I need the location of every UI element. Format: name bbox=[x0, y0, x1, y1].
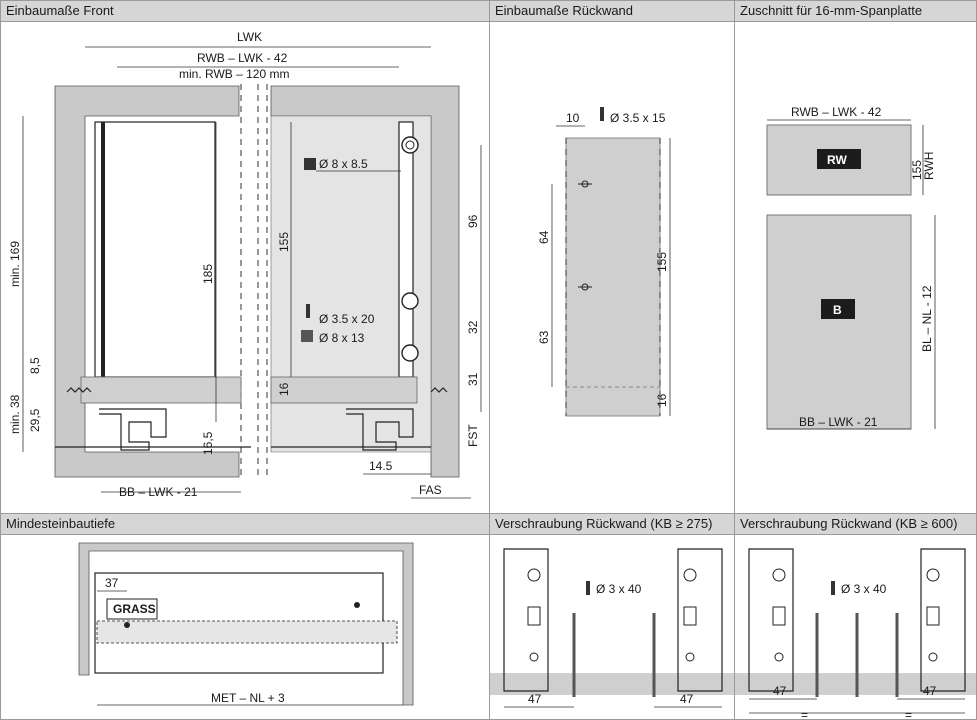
depth-drawing: GRASS 37 MET – NL + 3 bbox=[78, 542, 414, 706]
label-screw-3x40: Ø 3 x 40 bbox=[596, 582, 642, 596]
dim-equal-1: = bbox=[801, 708, 808, 720]
bottom-board-right bbox=[270, 376, 418, 404]
dim-min169: min. 169 bbox=[8, 241, 22, 287]
screw-600-drawing: Ø 3 x 40 47 47 = = bbox=[735, 548, 976, 720]
label-rwh: RWH bbox=[922, 152, 936, 180]
dim-min38: min. 38 bbox=[8, 394, 22, 434]
dim-37: 37 bbox=[105, 576, 119, 590]
panel-screw-600-title: Verschraubung Rückwand (KB ≥ 600) bbox=[735, 514, 976, 535]
dim-96: 96 bbox=[466, 214, 480, 228]
dim-64: 64 bbox=[537, 230, 551, 244]
dim-29-5: 29,5 bbox=[28, 408, 42, 432]
dim-155: 155 bbox=[910, 160, 924, 180]
back-panel-area bbox=[270, 115, 432, 453]
dim-equal-2: = bbox=[905, 708, 912, 720]
dim-rwb-lwk: RWB – LWK - 42 bbox=[791, 105, 882, 119]
dim-min-rwb: min. RWB – 120 mm bbox=[179, 67, 289, 81]
label-dowel-8x8-5: Ø 8 x 8.5 bbox=[319, 157, 368, 171]
screw-275-drawing: Ø 3 x 40 47 47 bbox=[490, 548, 734, 708]
label-screw-3x40: Ø 3 x 40 bbox=[841, 582, 887, 596]
panel-cut-title: Zuschnitt für 16-mm-Spanplatte bbox=[735, 1, 976, 22]
front-drawing: LWK RWB – LWK - 42 min. RWB – 120 mm min… bbox=[8, 30, 482, 499]
label-dowel-8x13: Ø 8 x 13 bbox=[319, 331, 365, 345]
cabinet-section bbox=[78, 542, 414, 706]
dim-bl-nl: BL – NL - 12 bbox=[920, 285, 934, 352]
dim-31: 31 bbox=[466, 372, 480, 386]
drawer-front bbox=[94, 121, 216, 378]
dim-63: 63 bbox=[537, 330, 551, 344]
dim-185: 185 bbox=[201, 264, 215, 284]
dim-lwk: LWK bbox=[237, 30, 262, 44]
panel-rear: Einbaumaße Rückwand 10 Ø 3.5 x 15 64 63 … bbox=[489, 0, 735, 514]
dim-fst: FST bbox=[466, 424, 480, 447]
dim-32: 32 bbox=[466, 320, 480, 334]
dim-14-5: 14.5 bbox=[369, 459, 393, 473]
dim-10: 10 bbox=[566, 111, 580, 125]
label-screw-3-5x15: Ø 3.5 x 15 bbox=[610, 111, 666, 125]
dim-fas: FAS bbox=[419, 483, 442, 497]
dim-bb-lwk: BB – LWK - 21 bbox=[119, 485, 198, 499]
panel-screw-275-title: Verschraubung Rückwand (KB ≥ 275) bbox=[490, 514, 734, 535]
dim-16: 16 bbox=[655, 393, 669, 407]
screw-icon bbox=[306, 304, 310, 318]
panel-screw-275: Verschraubung Rückwand (KB ≥ 275) Ø 3 x … bbox=[489, 513, 735, 720]
dowel-icon bbox=[304, 158, 316, 170]
dim-155: 155 bbox=[277, 232, 291, 252]
board-b bbox=[766, 214, 912, 430]
label-screw-3-5x20: Ø 3.5 x 20 bbox=[319, 312, 375, 326]
brand-logo: GRASS bbox=[113, 602, 156, 616]
screw-icon bbox=[831, 581, 835, 595]
dim-16-5: 16,5 bbox=[201, 431, 215, 455]
left-cabinet-side bbox=[54, 85, 240, 478]
dim-47-right: 47 bbox=[923, 684, 937, 698]
dim-rwb-lwk: RWB – LWK - 42 bbox=[197, 51, 288, 65]
panel-front-title: Einbaumaße Front bbox=[1, 1, 489, 22]
dim-16: 16 bbox=[277, 382, 291, 396]
hook-top bbox=[401, 136, 419, 154]
dim-47-right: 47 bbox=[680, 692, 694, 706]
panel-rear-title: Einbaumaße Rückwand bbox=[490, 1, 734, 22]
cut-drawing: RWB – LWK - 42 RW 155 RWH B BL – NL - 12… bbox=[766, 105, 936, 430]
bottom-board-left bbox=[80, 376, 242, 404]
rear-panel bbox=[565, 137, 661, 417]
dim-155: 155 bbox=[655, 252, 669, 272]
screw-icon bbox=[586, 581, 590, 595]
screw-icon bbox=[600, 107, 604, 121]
panel-cut: Zuschnitt für 16-mm-Spanplatte RWB – LWK… bbox=[734, 0, 977, 514]
label-rw: RW bbox=[827, 153, 847, 167]
label-b: B bbox=[833, 303, 842, 317]
dowel-icon-2 bbox=[301, 330, 313, 342]
dim-8-5: 8,5 bbox=[28, 357, 42, 374]
dim-met: MET – NL + 3 bbox=[211, 691, 285, 705]
panel-depth-title: Mindesteinbautiefe bbox=[1, 514, 489, 535]
panel-depth: Mindesteinbautiefe GRASS 37 MET – NL + 3 bbox=[0, 513, 490, 720]
dim-bb-lwk: BB – LWK - 21 bbox=[799, 415, 878, 429]
dim-47-left: 47 bbox=[528, 692, 542, 706]
dim-47-left: 47 bbox=[773, 684, 787, 698]
panel-screw-600: Verschraubung Rückwand (KB ≥ 600) Ø 3 x … bbox=[734, 513, 977, 720]
panel-front: Einbaumaße Front bbox=[0, 0, 490, 514]
rear-drawing: 10 Ø 3.5 x 15 64 63 155 16 bbox=[537, 107, 671, 417]
